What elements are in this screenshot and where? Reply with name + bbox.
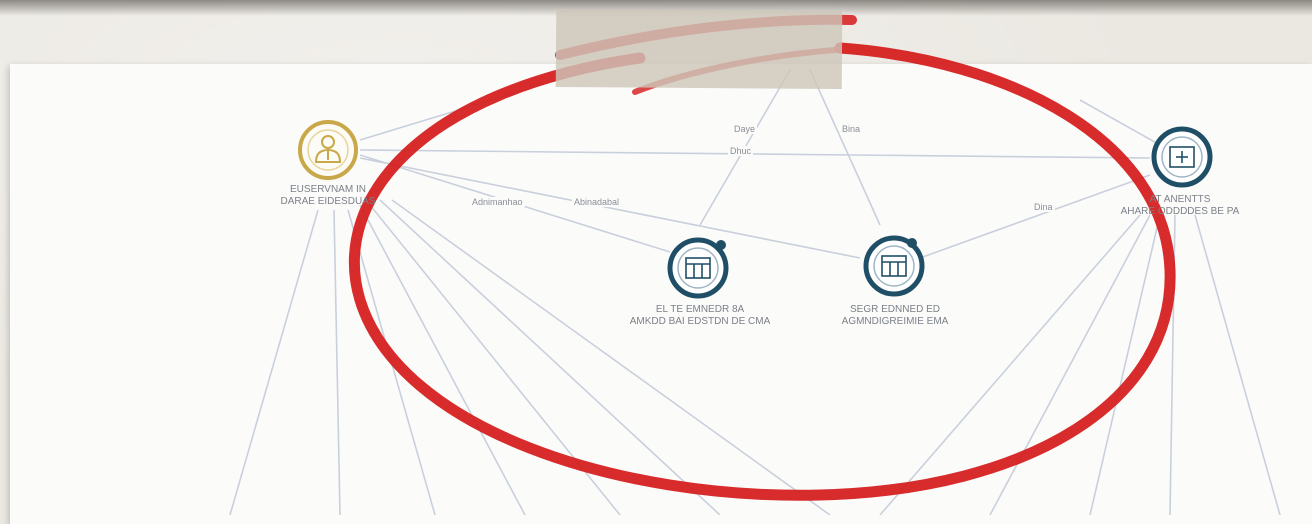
right-node-label: AT ANENTTS AHARE ODDDDES BE PA: [1100, 194, 1260, 218]
person-node[interactable]: [298, 120, 358, 180]
label-line: AHARE ODDDDES BE PA: [1120, 206, 1240, 217]
right-node[interactable]: [1151, 126, 1213, 188]
connector-line: [879, 214, 1141, 515]
center-left-node[interactable]: [667, 237, 729, 299]
connector-line: [809, 69, 881, 226]
edge-label: Bina: [840, 124, 863, 134]
connector-line: [229, 209, 319, 515]
red-marker-circle: [348, 14, 1176, 501]
label-line: EL TE EMNEDR 8A: [655, 304, 745, 315]
label-line: DARAE EIDESDUAS: [280, 196, 376, 207]
connector-line: [919, 174, 1151, 259]
edge-label: Abinadabal: [572, 197, 622, 207]
edge-label: Daye: [732, 124, 758, 134]
top-edge-shadow: [0, 0, 1312, 16]
badge-icon: [907, 238, 917, 248]
label-line: AT ANENTTS: [1149, 194, 1211, 205]
edge-label: Adnimanhao: [470, 197, 525, 207]
connector-line: [359, 157, 861, 259]
connector-lines: [229, 69, 1281, 515]
person-icon: [314, 135, 342, 163]
label-line: SEGR EDNNED ED: [849, 304, 940, 315]
connector-line: [989, 214, 1151, 515]
label-line: AGMNDIGREIMIE EMA: [841, 316, 949, 327]
connector-line: [359, 149, 1151, 159]
badge-icon: [716, 240, 726, 250]
edge-label: Dina: [1032, 202, 1055, 212]
center-left-node-label: EL TE EMNEDR 8A AMKDD BAI EDSTDN DE CMA: [600, 304, 800, 328]
center-right-node-label: SEGR EDNNED ED AGMNDIGREIMIE EMA: [815, 304, 975, 328]
connector-line: [1079, 99, 1161, 146]
person-node-label: EUSERVNAM IN DARAE EIDESDUAS: [248, 184, 408, 208]
label-line: EUSERVNAM IN: [290, 184, 366, 195]
center-right-node[interactable]: [863, 235, 925, 297]
building-icon: [881, 255, 907, 277]
hospital-icon: [1169, 146, 1195, 168]
connector-line: [391, 199, 831, 515]
connector-line: [359, 204, 526, 515]
connector-line: [333, 209, 341, 515]
connector-line: [1089, 214, 1161, 515]
edge-label: Dhuc: [728, 146, 754, 156]
label-line: AMKDD BAI EDSTDN DE CMA: [629, 316, 771, 327]
connector-line: [379, 199, 721, 515]
masking-tape: [555, 9, 843, 89]
connector-line: [1194, 214, 1281, 515]
building-icon: [685, 257, 711, 279]
